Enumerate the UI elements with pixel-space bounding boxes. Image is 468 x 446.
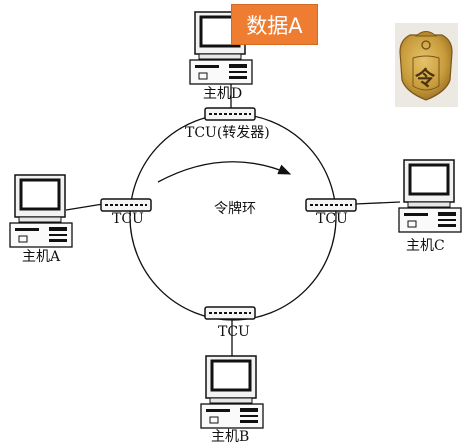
tcu-label-bottom: TCU [218,324,250,340]
tcu-bottom [204,306,256,320]
tcu-right [305,198,357,212]
computer-icon-host-b [199,354,265,430]
tcu-left [100,198,152,212]
tcu-label-top: TCU(转发器) [185,125,270,141]
token-direction-arrow [157,161,292,183]
tcu-top [204,107,256,121]
host-label-a: 主机A [22,249,61,265]
ring-label: 令牌环 [214,201,256,217]
computer-icon-host-c [397,158,463,234]
host-label-b: 主机B [211,429,250,445]
data-a-badge: 数据A [231,4,318,45]
host-label-c: 主机C [406,238,445,254]
host-label-d: 主机D [203,86,243,102]
tcu-label-left: TCU [112,211,144,227]
token-plaque-icon [395,23,458,107]
tcu-label-right: TCU [316,211,348,227]
token-character: 令 [415,66,435,90]
computer-icon-host-a [8,173,74,249]
link-host-c [354,201,401,205]
link-host-a [65,203,104,211]
